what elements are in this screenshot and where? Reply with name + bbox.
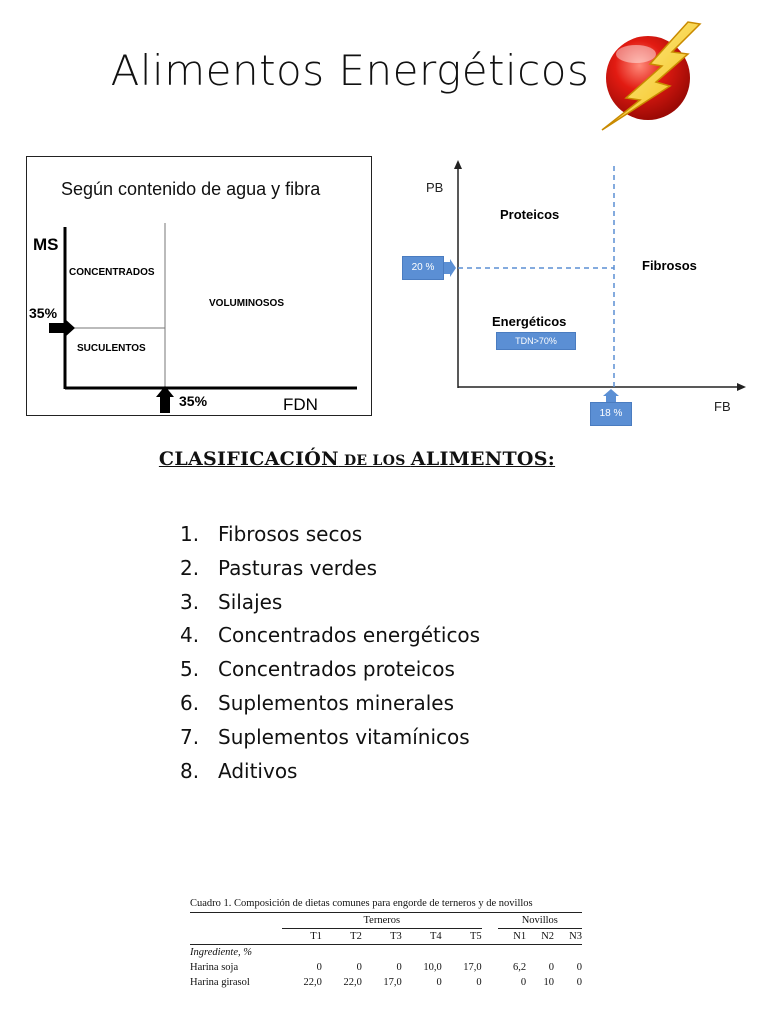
y-axis-label: MS (33, 235, 59, 254)
list-item: 8.Aditivos (180, 758, 298, 783)
group-novillos: Novillos (497, 912, 582, 929)
table-section-row: Ingrediente, % (190, 945, 582, 961)
row-label: Harina girasol (190, 977, 250, 988)
region-proteicos: Proteicos (500, 207, 560, 222)
water-fiber-diagram: Según contenido de agua y fibra MS 35% C… (26, 156, 372, 416)
tdn-badge: TDN>70% (496, 332, 576, 350)
heading-part-2: DE LOS (338, 453, 411, 469)
y-threshold-label: 35% (29, 305, 58, 321)
list-item: 7.Suplementos vitamínicos (180, 724, 470, 749)
table-caption: Cuadro 1. Composición de dietas comunes … (190, 898, 533, 909)
row-label: Harina soja (190, 962, 239, 973)
group-terneros: Terneros (282, 912, 482, 929)
column-header: T4 (401, 928, 442, 945)
column-header: N2 (526, 928, 555, 945)
pb-threshold-box: 20 % (402, 256, 444, 280)
diagram-title: Según contenido de agua y fibra (61, 179, 321, 199)
pb-fb-axes (444, 160, 746, 402)
table-row: Harina girasol 22,0 22,0 17,0 0 0 0 10 0 (190, 977, 582, 988)
fb-axis-label: FB (714, 399, 731, 414)
heading-part-3: ALIMENTOS (410, 448, 548, 470)
column-header: N1 (497, 928, 527, 945)
diet-composition-table: Cuadro 1. Composición de dietas comunes … (190, 898, 582, 990)
pb-fb-diagram: PB FB Proteicos Fibrosos Energéticos TDN… (396, 156, 746, 426)
fb-threshold-box: 18 % (590, 402, 632, 426)
column-header: T5 (441, 928, 482, 945)
list-item: 1.Fibrosos secos (180, 522, 363, 546)
x-axis-label: FDN (283, 395, 318, 414)
water-fiber-axes (49, 223, 357, 413)
region-fibrosos: Fibrosos (642, 258, 697, 273)
list-item: 6.Suplementos minerales (180, 690, 455, 715)
table-header-row: T1 T2 T3 T4 T5 N1 N2 N3 (190, 928, 582, 945)
region-concentrados: CONCENTRADOS (69, 267, 155, 278)
region-voluminosos: VOLUMINOSOS (209, 298, 285, 309)
heading-part-1: CLASIFICACIÓN (158, 448, 339, 470)
table-row: Harina soja 0 0 0 10,0 17,0 6,2 0 0 (190, 962, 582, 973)
region-suculentos: SUCULENTOS (77, 343, 146, 354)
table-body: Terneros Novillos T1 T2 T3 T4 T5 N1 N2 N… (190, 912, 582, 990)
page-title: Alimentos Energéticos (110, 46, 590, 95)
list-item: 3.Silajes (180, 589, 283, 614)
region-energeticos: Energéticos (492, 314, 567, 329)
classification-heading: CLASIFICACIÓN DE LOS ALIMENTOS: (0, 448, 714, 470)
x-threshold-label: 35% (179, 393, 208, 409)
list-item: 5.Concentrados proteicos (180, 657, 455, 682)
column-header: T1 (282, 928, 322, 945)
pb-axis-label: PB (426, 180, 444, 195)
heading-colon: : (547, 448, 556, 470)
classification-list: 1.Fibrosos secos 2.Pasturas verdes 3.Sil… (180, 518, 480, 788)
lightning-bolt-icon (601, 21, 702, 131)
column-header: T3 (361, 928, 402, 945)
list-item: 4.Concentrados energéticos (180, 623, 481, 648)
section-label: Ingrediente, % (190, 947, 253, 958)
column-header: N3 (554, 928, 582, 945)
list-item: 2.Pasturas verdes (180, 555, 378, 580)
column-header: T2 (321, 928, 362, 945)
